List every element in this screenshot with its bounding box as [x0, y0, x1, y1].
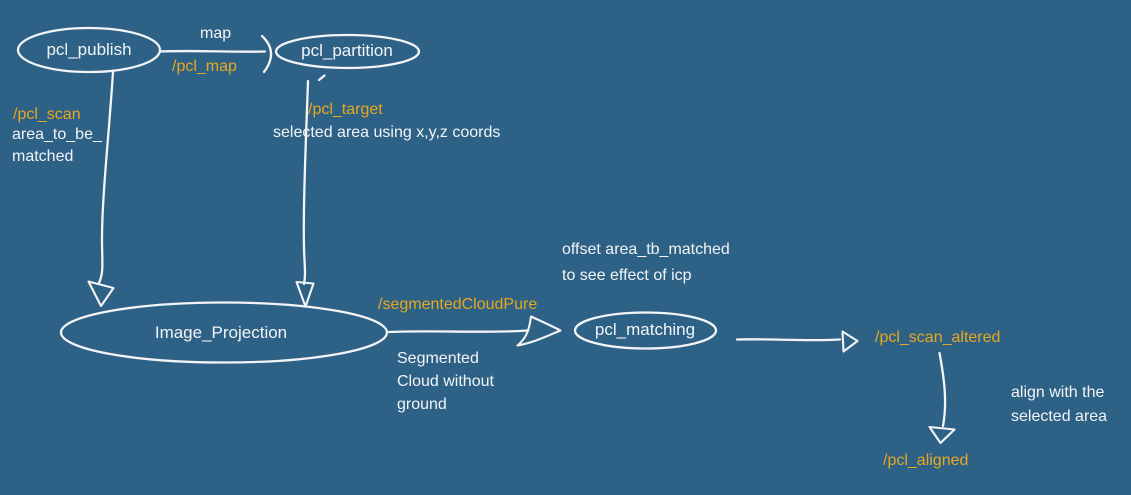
edge-scan-altered-to-aligned-line — [938, 351, 947, 428]
topic-pcl-scan-label: /pcl_scan — [13, 106, 81, 123]
pcl-partition-node-ellipse — [274, 33, 421, 70]
annotation-align-with: align with the selected area — [1011, 384, 1108, 425]
pcl-publish-node-label: pcl_publish — [46, 40, 132, 59]
image-projection-node-ellipse — [59, 301, 389, 364]
topic-map-label: map — [200, 25, 232, 42]
topic-pcl-map-label: /pcl_map — [172, 58, 237, 75]
edge-projection-to-matching-arrowhead-icon — [516, 315, 562, 347]
edge-projection-to-matching-line — [387, 329, 530, 334]
pcl-publish-node-ellipse — [16, 26, 162, 74]
annotation-offset-area: offset area_tb_matched to see effect of … — [562, 241, 730, 284]
pcl-matching-node-label: pcl_matching — [594, 320, 696, 339]
pcl-partition-node-label: pcl_partition — [301, 41, 393, 60]
topic-pcl-scan-altered-label: /pcl_scan_altered — [875, 329, 1001, 346]
annotation-segmented-cloud: Segmented Cloud without ground — [397, 350, 494, 413]
topic-segmented-cloud-pure-label: /segmentedCloudPure — [378, 296, 538, 313]
annotation-area-to-be-matched: area_to_be_ matched — [12, 126, 102, 165]
edge-partition-to-projection-line — [302, 79, 310, 286]
edge-matching-to-scan-altered-line — [735, 338, 842, 342]
stray-tick-mark — [317, 74, 326, 82]
edge-publish-to-projection-line — [97, 70, 115, 285]
edge-publish-to-projection-arrowhead-icon — [87, 280, 115, 308]
edge-publish-to-partition-line — [158, 49, 267, 53]
pcl-matching-node-ellipse — [573, 311, 718, 350]
annotation-selected-area: selected area using x,y,z coords — [273, 124, 501, 141]
edge-scan-altered-to-aligned-arrowhead-icon — [928, 425, 956, 445]
edge-publish-to-partition-arrowhead-icon — [260, 34, 273, 74]
image-projection-node-label: Image_Projection — [154, 323, 288, 342]
topic-pcl-aligned-label: /pcl_aligned — [883, 452, 969, 469]
topic-pcl-target-label: /pcl_target — [308, 101, 383, 118]
edge-partition-to-projection-arrowhead-icon — [295, 280, 315, 308]
edge-matching-to-scan-altered-arrowhead-icon — [841, 330, 859, 353]
